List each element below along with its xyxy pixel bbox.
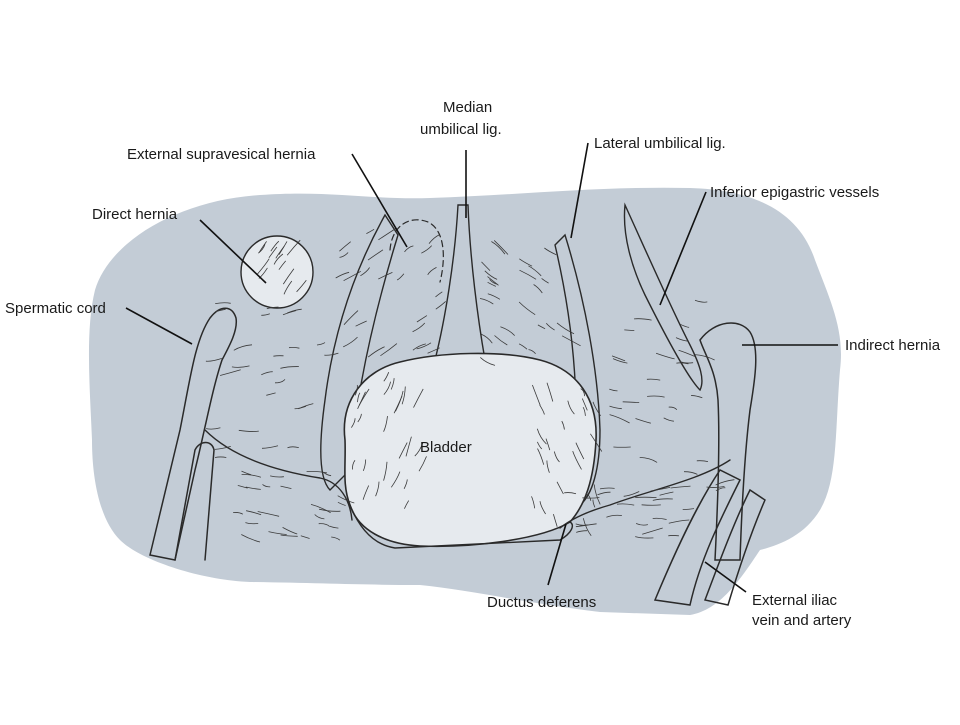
label-external-iliac-line1: External iliac (752, 592, 838, 609)
label-spermatic-cord: Spermatic cord (5, 300, 106, 317)
direct-hernia-sac (241, 236, 313, 308)
label-ductus-deferens: Ductus deferens (487, 594, 596, 611)
label-lateral-umbilical: Lateral umbilical lig. (594, 135, 726, 152)
label-median-line1: Median (443, 99, 492, 116)
label-external-iliac-line2: vein and artery (752, 612, 852, 629)
label-direct-hernia: Direct hernia (92, 206, 178, 223)
label-external-supravesical: External supravesical hernia (127, 146, 316, 163)
label-indirect-hernia: Indirect hernia (845, 337, 941, 354)
label-median-line2: umbilical lig. (420, 121, 502, 138)
label-inferior-epigastric: Inferior epigastric vessels (710, 184, 879, 201)
label-bladder: Bladder (420, 439, 472, 456)
